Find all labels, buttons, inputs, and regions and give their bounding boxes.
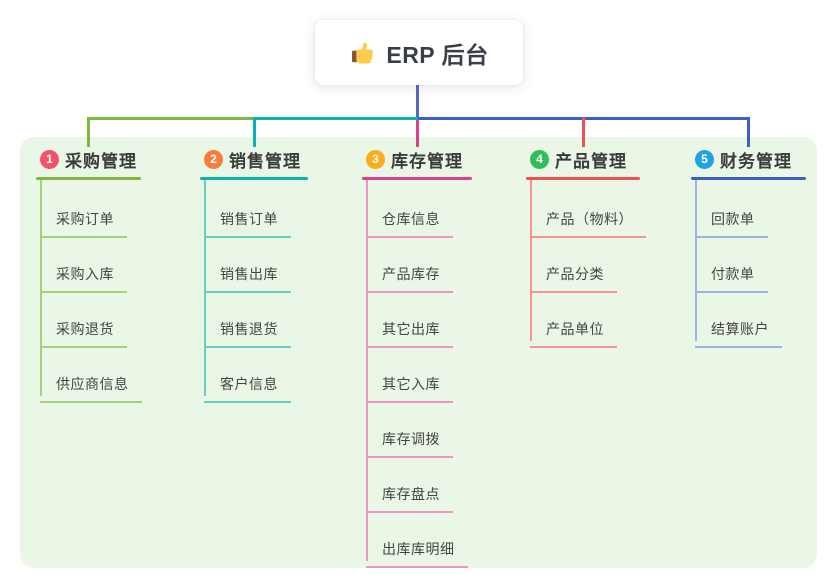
child-node-label: 采购入库 [56, 266, 114, 282]
child-node[interactable]: 其它出库 [366, 306, 453, 348]
connector-drop-branch-3 [415, 120, 419, 147]
child-node-label: 产品库存 [382, 266, 440, 282]
branch-node-2[interactable]: 2 销售管理 [204, 146, 312, 172]
branches-panel [20, 137, 817, 568]
child-node-label: 库存调拨 [382, 431, 440, 447]
branch-title: 采购管理 [65, 151, 137, 171]
connector-trunk-left-green [87, 117, 256, 120]
child-node[interactable]: 采购订单 [40, 196, 127, 238]
child-node[interactable]: 产品单位 [530, 306, 617, 348]
child-node[interactable]: 产品（物料） [530, 196, 646, 238]
child-node-label: 其它出库 [382, 321, 440, 337]
branch-node-4[interactable]: 4 产品管理 [530, 146, 644, 172]
branch-title: 销售管理 [229, 151, 301, 171]
thumbs-up-icon [349, 39, 376, 66]
branch-underline [36, 177, 141, 180]
branch-title: 产品管理 [555, 151, 627, 171]
child-node-label: 结算账户 [711, 321, 769, 337]
child-node-label: 出库库明细 [382, 541, 455, 557]
branch-number-badge: 1 [40, 149, 59, 169]
child-node-label: 回款单 [711, 211, 755, 227]
child-node[interactable]: 付款单 [695, 251, 768, 293]
child-node[interactable]: 库存调拨 [366, 416, 453, 458]
child-node-label: 供应商信息 [56, 376, 129, 392]
child-node-label: 销售订单 [220, 211, 278, 227]
branch-title: 库存管理 [391, 151, 463, 171]
branch-number-badge: 5 [695, 149, 714, 169]
branch-child-vline [366, 180, 368, 561]
child-node-label: 采购退货 [56, 321, 114, 337]
branch-underline [200, 177, 308, 180]
root-node[interactable]: ERP 后台 [315, 20, 523, 85]
child-node-label: 付款单 [711, 266, 755, 282]
child-node-label: 产品单位 [546, 321, 604, 337]
connector-drop-branch-2 [252, 117, 256, 147]
connector-drop-branch-5 [747, 117, 750, 147]
branch-number-badge: 3 [366, 149, 385, 169]
child-node[interactable]: 产品库存 [366, 251, 453, 293]
child-node-label: 仓库信息 [382, 211, 440, 227]
child-node[interactable]: 销售订单 [204, 196, 291, 238]
child-node[interactable]: 采购入库 [40, 251, 127, 293]
child-node-label: 其它入库 [382, 376, 440, 392]
connector-trunk-mid-teal [252, 117, 418, 120]
branch-number-badge: 2 [204, 149, 223, 169]
child-node[interactable]: 仓库信息 [366, 196, 453, 238]
branch-child-vline [695, 180, 697, 341]
root-node-title: ERP 后台 [386, 41, 489, 68]
child-node-label: 销售出库 [220, 266, 278, 282]
child-node-label: 产品分类 [546, 266, 604, 282]
child-node-label: 销售退货 [220, 321, 278, 337]
child-node[interactable]: 其它入库 [366, 361, 453, 403]
child-node[interactable]: 销售退货 [204, 306, 291, 348]
branch-child-vline [204, 180, 206, 396]
connector-drop-branch-4 [581, 117, 585, 147]
child-node[interactable]: 回款单 [695, 196, 768, 238]
child-node[interactable]: 供应商信息 [40, 361, 142, 403]
child-node[interactable]: 库存盘点 [366, 471, 453, 513]
child-node[interactable]: 结算账户 [695, 306, 782, 348]
branch-child-vline [530, 180, 532, 341]
child-node[interactable]: 产品分类 [530, 251, 617, 293]
child-node-label: 库存盘点 [382, 486, 440, 502]
child-node[interactable]: 客户信息 [204, 361, 291, 403]
branch-child-vline [40, 180, 42, 396]
branch-node-3[interactable]: 3 库存管理 [366, 146, 476, 172]
branch-underline [526, 177, 640, 180]
connector-root-stem [416, 85, 419, 120]
child-node-label: 产品（物料） [546, 211, 633, 227]
child-node[interactable]: 销售出库 [204, 251, 291, 293]
child-node-label: 客户信息 [220, 376, 278, 392]
connector-drop-branch-1 [87, 117, 90, 147]
branch-title: 财务管理 [720, 151, 792, 171]
branch-number-badge: 4 [530, 149, 549, 169]
branch-underline [691, 177, 806, 180]
child-node[interactable]: 出库库明细 [366, 526, 468, 568]
branch-node-5[interactable]: 5 财务管理 [695, 146, 810, 172]
child-node-label: 采购订单 [56, 211, 114, 227]
branch-underline [362, 177, 472, 180]
child-node[interactable]: 采购退货 [40, 306, 127, 348]
branch-node-1[interactable]: 1 采购管理 [40, 146, 145, 172]
